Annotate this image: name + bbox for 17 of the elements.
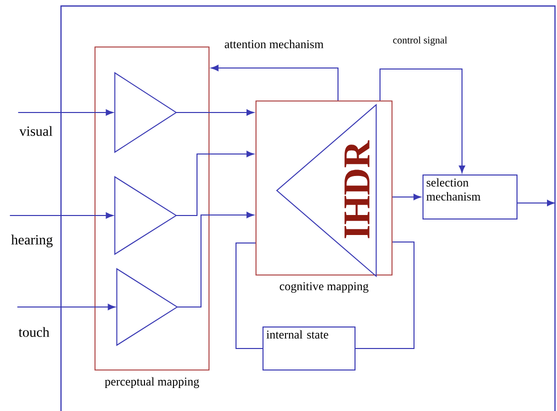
arrow	[211, 64, 338, 101]
arrow	[517, 200, 555, 206]
arrow	[176, 109, 254, 116]
input-label: hearing	[11, 234, 53, 248]
arrow	[18, 109, 114, 116]
arrow	[9, 212, 114, 219]
arrow	[16, 304, 116, 310]
process-box: selection mechanism	[422, 174, 518, 220]
arrow	[176, 150, 254, 216]
box-heading: perceptual mapping	[104, 377, 200, 388]
arrow	[380, 68, 466, 173]
arrow	[176, 212, 254, 308]
box-heading: cognitive mapping	[280, 282, 368, 293]
input-label: touch	[18, 327, 50, 337]
input-label: visual	[19, 126, 52, 136]
process-box: internal state	[262, 326, 356, 370]
arrow	[392, 194, 422, 200]
